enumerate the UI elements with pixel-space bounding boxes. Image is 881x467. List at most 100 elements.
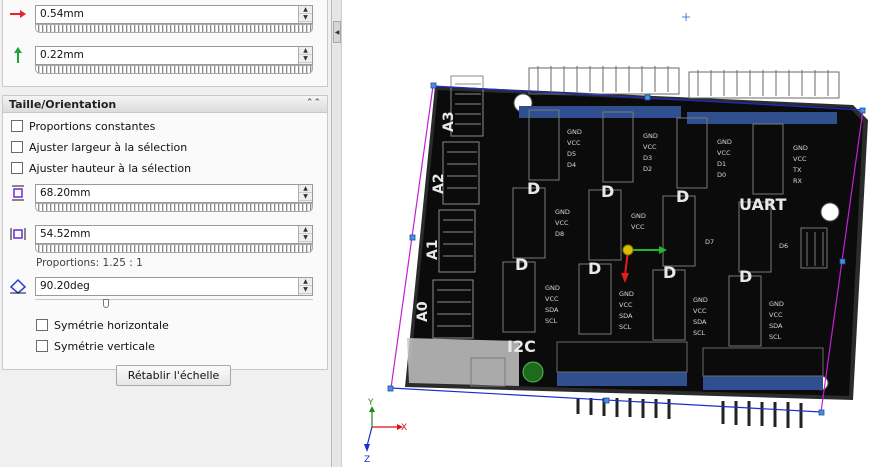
bottom-pins <box>576 398 803 428</box>
keep-proportions-option[interactable]: Proportions constantes <box>11 118 155 134</box>
silk-scl-4: SCL <box>769 333 782 341</box>
pcb-board <box>405 86 868 400</box>
height-icon <box>9 225 27 243</box>
silk-vcc-7: VCC <box>545 295 559 303</box>
silkscreen: A3 A2 A1 A0 I2C UART D D D D D D D <box>415 111 786 356</box>
rotation-input[interactable]: 90.20deg ▲▼ <box>35 277 313 296</box>
offset-x-spinner[interactable]: ▲▼ <box>298 6 312 23</box>
arrow-right-icon <box>9 5 27 23</box>
viewport-canvas: A3 A2 A1 A0 I2C UART D D D D D D D GND V… <box>364 13 868 465</box>
silk-scl-3: SCL <box>693 329 706 337</box>
rotation-spinner[interactable]: ▲▼ <box>298 278 312 295</box>
sensor-headers <box>502 109 784 347</box>
silk-vcc-6: VCC <box>631 223 645 231</box>
triad-z-label: Z <box>364 455 370 465</box>
fit-height-option[interactable]: Ajuster hauteur à la sélection <box>11 160 191 176</box>
silk-vcc-9: VCC <box>693 307 707 315</box>
analog-headers <box>432 75 484 339</box>
offset-x-input[interactable]: 0.54mm ▲▼ <box>35 5 313 24</box>
rotation-slider-thumb[interactable] <box>103 299 109 308</box>
proportions-text: Proportions: 1.25 : 1 <box>36 257 143 269</box>
silk-sda-1: SDA <box>545 306 559 314</box>
rotation-slider[interactable] <box>35 299 313 308</box>
handle-top-left[interactable] <box>430 82 437 89</box>
silk-gnd-10: GND <box>769 300 784 308</box>
offset-x-thumbwheel[interactable] <box>35 24 313 33</box>
width-thumbwheel[interactable] <box>35 203 313 212</box>
mirror-vertical-checkbox[interactable] <box>36 340 48 352</box>
handle-bottom-right[interactable] <box>818 409 825 416</box>
fit-height-checkbox[interactable] <box>11 162 23 174</box>
silk-sda-3: SDA <box>693 318 707 326</box>
height-thumbwheel[interactable] <box>35 244 313 253</box>
silk-d2: D2 <box>643 165 652 173</box>
silk-gnd-9: GND <box>693 296 708 304</box>
size-orientation-header[interactable]: Taille/Orientation ⌃⌃ <box>3 96 327 113</box>
panel-splitter[interactable] <box>332 0 342 467</box>
mirror-horizontal-label: Symétrie horizontale <box>54 318 169 332</box>
silk-d-1: D <box>527 179 540 198</box>
keep-proportions-checkbox[interactable] <box>11 120 23 132</box>
mirror-vertical-option[interactable]: Symétrie verticale <box>36 338 155 354</box>
silk-gnd-2: GND <box>643 132 658 140</box>
silk-gnd-5: GND <box>555 208 570 216</box>
view-center-marker <box>682 13 690 21</box>
reset-scale-button[interactable]: Rétablir l'échelle <box>116 365 231 386</box>
silk-scl-2: SCL <box>619 323 632 331</box>
handle-left[interactable] <box>409 234 416 241</box>
3d-viewport[interactable]: A3 A2 A1 A0 I2C UART D D D D D D D GND V… <box>343 0 881 467</box>
selection-handles[interactable] <box>387 82 866 416</box>
silk-sda-2: SDA <box>619 312 633 320</box>
size-orientation-title: Taille/Orientation <box>9 98 117 111</box>
rotation-value: 90.20deg <box>40 280 90 292</box>
offset-y-value: 0.22mm <box>40 49 84 61</box>
silk-d-7: D <box>739 267 752 286</box>
silk-d-3: D <box>676 187 689 206</box>
silk-d5: D5 <box>567 150 576 158</box>
triad-x-label: X <box>401 423 407 433</box>
silk-d4: D4 <box>567 161 576 169</box>
handle-bottom-left[interactable] <box>387 385 394 392</box>
handle-top-right[interactable] <box>859 107 866 114</box>
offset-group: 0.54mm ▲▼ 0.22mm ▲▼ <box>2 0 328 87</box>
silk-d-2: D <box>601 182 614 201</box>
silk-vcc-2: VCC <box>643 143 657 151</box>
offset-y-input[interactable]: 0.22mm ▲▼ <box>35 46 313 65</box>
height-spinner[interactable]: ▲▼ <box>298 226 312 243</box>
silk-gnd-3: GND <box>717 138 732 146</box>
property-panel: 0.54mm ▲▼ 0.22mm ▲▼ Taille/Orientation ⌃… <box>0 0 332 467</box>
silk-gnd-7: GND <box>545 284 560 292</box>
move-manipulator[interactable] <box>621 244 667 283</box>
collapse-chevron-icon[interactable]: ⌃⌃ <box>305 98 321 108</box>
mirror-horizontal-option[interactable]: Symétrie horizontale <box>36 317 169 333</box>
right-headers <box>800 227 828 269</box>
silk-vcc-3: VCC <box>717 149 731 157</box>
width-spinner[interactable]: ▲▼ <box>298 185 312 202</box>
handle-top[interactable] <box>644 94 651 101</box>
silk-tx: TX <box>792 166 802 174</box>
silk-d0: D0 <box>717 171 726 179</box>
fit-width-checkbox[interactable] <box>11 141 23 153</box>
silk-gnd-8: GND <box>619 290 634 298</box>
rotation-icon <box>9 277 27 295</box>
mirror-horizontal-checkbox[interactable] <box>36 319 48 331</box>
silk-vcc-1: VCC <box>567 139 581 147</box>
handle-bottom[interactable] <box>603 397 610 404</box>
offset-x-value: 0.54mm <box>40 8 84 20</box>
silk-gnd-6: GND <box>631 212 646 220</box>
handle-right[interactable] <box>839 258 846 265</box>
offset-y-spinner[interactable]: ▲▼ <box>298 47 312 64</box>
silk-scl-1: SCL <box>545 317 558 325</box>
width-input[interactable]: 68.20mm ▲▼ <box>35 184 313 203</box>
collapse-panel-arrow-icon[interactable]: ◀ <box>333 21 341 43</box>
fit-width-option[interactable]: Ajuster largeur à la sélection <box>11 139 187 155</box>
silk-uart: UART <box>739 195 786 214</box>
height-input[interactable]: 54.52mm ▲▼ <box>35 225 313 244</box>
silk-d-5: D <box>588 259 601 278</box>
width-value: 68.20mm <box>40 187 91 199</box>
mirror-vertical-label: Symétrie verticale <box>54 339 155 353</box>
fit-height-label: Ajuster hauteur à la sélection <box>29 161 192 175</box>
silk-vcc-5: VCC <box>555 219 569 227</box>
offset-y-thumbwheel[interactable] <box>35 65 313 74</box>
triad-y-label: Y <box>367 398 374 408</box>
